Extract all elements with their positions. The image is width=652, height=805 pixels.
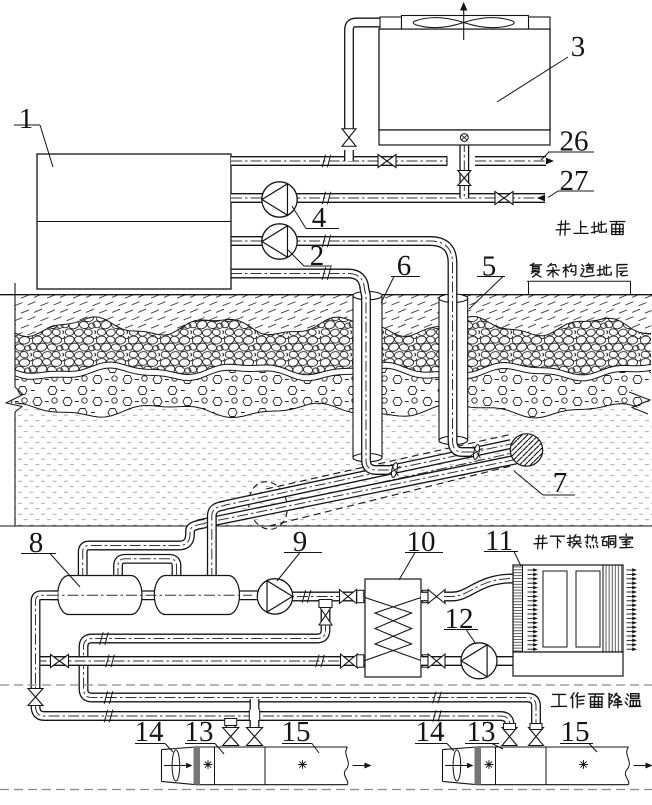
- svg-text:14: 14: [135, 716, 165, 748]
- svg-text:15: 15: [561, 716, 590, 748]
- svg-text:5: 5: [482, 251, 497, 283]
- svg-text:13: 13: [185, 716, 214, 748]
- svg-text:2: 2: [310, 240, 325, 272]
- svg-text:9: 9: [293, 526, 308, 558]
- svg-text:13: 13: [467, 716, 496, 748]
- svg-text:6: 6: [397, 250, 412, 282]
- svg-text:1: 1: [19, 103, 34, 135]
- svg-text:7: 7: [553, 467, 568, 499]
- svg-text:4: 4: [312, 202, 327, 234]
- svg-text:26: 26: [560, 126, 589, 158]
- svg-text:10: 10: [407, 526, 436, 558]
- svg-text:3: 3: [571, 31, 586, 63]
- svg-text:14: 14: [416, 716, 446, 748]
- svg-text:11: 11: [485, 525, 513, 557]
- svg-text:12: 12: [445, 603, 474, 635]
- svg-text:15: 15: [282, 716, 311, 748]
- svg-text:27: 27: [560, 165, 589, 197]
- svg-text:8: 8: [29, 527, 44, 559]
